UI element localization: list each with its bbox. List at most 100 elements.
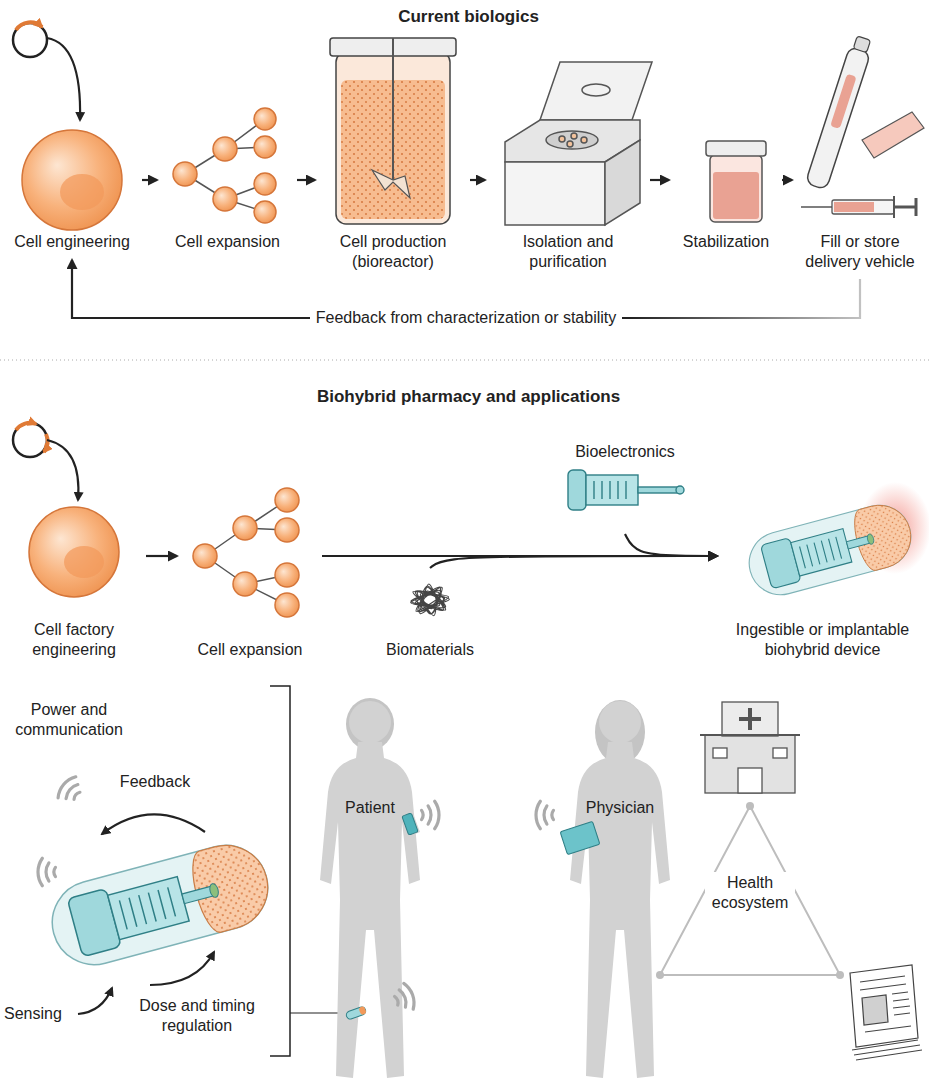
publications-icon <box>860 976 906 990</box>
centrifuge-icon <box>559 136 565 142</box>
node-label: Ingestible or implantable biohybrid devi… <box>720 620 925 660</box>
biomaterial-scribble <box>411 584 450 616</box>
cell-icon <box>60 174 104 210</box>
bioelectronics-icon <box>568 470 684 510</box>
node-text-block: Stabilization <box>672 232 780 252</box>
connector-arrow <box>625 534 717 556</box>
cell-expansion-icon <box>185 119 265 212</box>
illustration <box>54 867 55 876</box>
bioreactor-icon <box>372 170 410 198</box>
patient-silhouette <box>320 698 420 1078</box>
cell-icon <box>22 130 122 230</box>
publications-icon <box>850 965 922 1060</box>
cell-icon <box>22 130 122 230</box>
patient-silhouette <box>402 800 420 836</box>
step-node: Isolation and purification <box>488 60 648 276</box>
centrifuge-icon <box>582 84 610 96</box>
patient-silhouette <box>320 742 420 1078</box>
biomaterial-scribble <box>411 584 450 616</box>
node-label: Cell factory engineering <box>4 620 144 660</box>
node-label: Cell expansion <box>160 232 295 252</box>
illustration <box>38 858 42 886</box>
ingested-capsule <box>345 1006 367 1020</box>
hospital-icon <box>722 702 778 736</box>
cell-expansion-icon <box>173 108 276 223</box>
cell-icon <box>64 546 104 578</box>
hospital-icon <box>700 702 800 793</box>
component-node: Bioelectronics <box>545 442 705 532</box>
cell-expansion-icon <box>173 162 197 186</box>
bioelectronics-icon <box>676 486 684 494</box>
syringe-icon <box>832 200 894 214</box>
node-label: Biomaterials <box>372 640 488 660</box>
centrifuge-icon <box>581 137 587 143</box>
cell-expansion-icon <box>213 137 237 161</box>
connector-arrow <box>146 555 177 557</box>
callout-label: Sensing <box>4 1004 76 1024</box>
node-label: Bioelectronics <box>545 442 705 462</box>
physician-silhouette <box>599 701 641 743</box>
connector-arrow <box>470 179 485 181</box>
section-heading: Biohybrid pharmacy and applications <box>4 386 929 407</box>
vial-icon <box>706 141 766 222</box>
syringe-icon <box>915 198 918 216</box>
component-node: Biomaterials <box>372 570 488 664</box>
node-label: Cell production (bioreactor) <box>318 232 468 272</box>
node-text-block: Fill or store delivery vehicle <box>795 232 925 272</box>
cell-expansion-icon <box>213 187 237 211</box>
hospital-icon <box>700 734 800 736</box>
node-label: Isolation and purification <box>488 232 648 272</box>
device-node: Ingestible or implantable biohybrid devi… <box>720 480 925 664</box>
dose-arrow <box>150 952 214 985</box>
connector-arrow <box>297 179 315 181</box>
cell-expansion-icon <box>233 516 257 540</box>
node-label: Cell engineering <box>4 232 140 252</box>
centrifuge-icon <box>505 62 652 225</box>
bracket <box>270 686 290 1056</box>
centrifuge-icon <box>540 62 652 120</box>
syringe-icon <box>834 202 874 212</box>
cell-icon <box>29 507 119 597</box>
node-text-block: Physician <box>575 798 665 818</box>
bioelectronics-icon <box>638 487 678 493</box>
illustration <box>38 777 553 1009</box>
cell-expansion-icon <box>254 108 276 130</box>
vial-icon <box>706 141 766 156</box>
connector-arrow <box>142 179 157 181</box>
node-text-block: Cell factory engineering <box>4 620 144 660</box>
publications-icon <box>862 995 888 1025</box>
plasmid-icon <box>44 434 48 452</box>
syringe-icon <box>893 196 895 218</box>
publications-icon <box>850 965 918 1047</box>
centrifuge-icon <box>567 141 573 147</box>
centrifuge-icon <box>546 131 598 149</box>
cell-expansion-icon <box>205 500 287 605</box>
ingested-capsule <box>345 1006 367 1020</box>
person-figure: Patient <box>325 698 415 1080</box>
cell-expansion-icon <box>275 518 299 542</box>
injector-pen-icon <box>853 36 870 53</box>
corner-dot <box>836 971 844 979</box>
illustration <box>46 863 49 881</box>
illustration <box>395 996 398 1005</box>
cell-expansion-icon <box>233 572 257 596</box>
biohybrid-device-detail <box>43 836 277 974</box>
node-label: Patient <box>325 798 415 818</box>
illustration <box>544 806 547 824</box>
hospital-icon <box>713 748 727 758</box>
step-node: Stabilization <box>672 130 780 256</box>
physician-silhouette <box>570 742 670 1078</box>
node-text-block: Cell engineering <box>4 232 140 252</box>
bioelectronics-icon <box>586 475 638 505</box>
illustration <box>399 990 406 1007</box>
cell-expansion-icon <box>254 173 276 195</box>
hospital-icon <box>705 735 795 793</box>
cell-expansion-icon <box>254 201 276 223</box>
ingested-capsule <box>358 1006 366 1016</box>
plasmid-icon <box>16 22 42 30</box>
illustration <box>74 792 80 799</box>
hospital-icon <box>773 748 787 758</box>
illustration <box>435 801 439 829</box>
